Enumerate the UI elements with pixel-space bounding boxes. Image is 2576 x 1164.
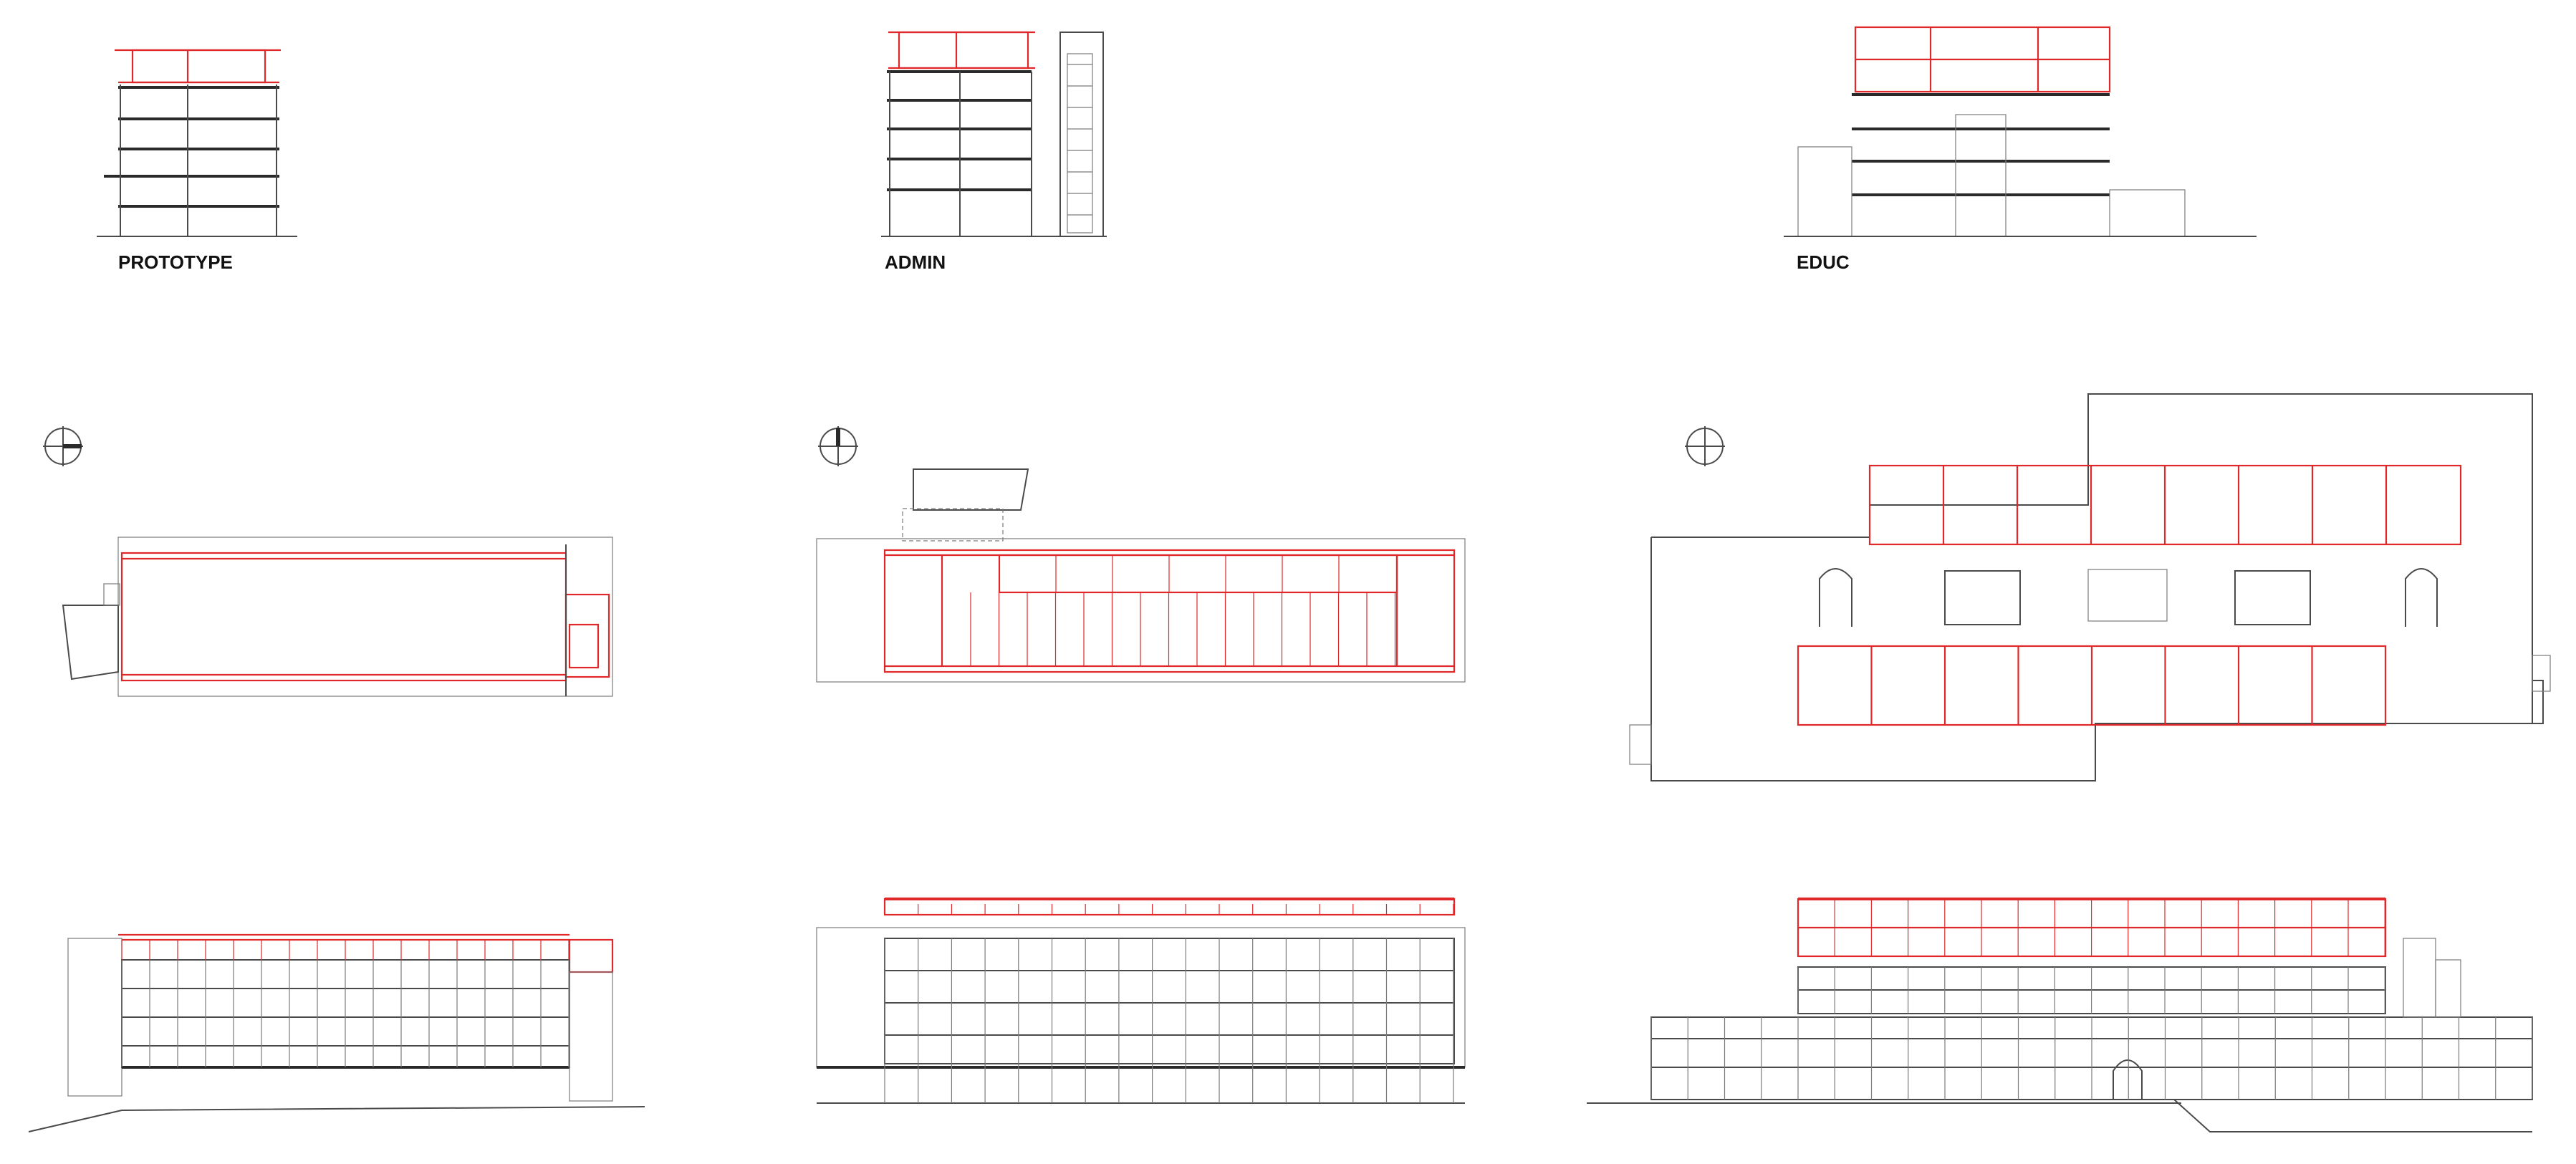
admin-elevation-drawing — [816, 898, 1466, 1104]
prototype-plan-drawing — [62, 537, 613, 697]
educ-label: EDUC — [1797, 251, 1850, 273]
north-arrow-icon — [818, 426, 858, 466]
prototype-section-drawing — [97, 49, 297, 237]
north-arrow-icon — [1685, 426, 1725, 466]
north-arrow-icon — [43, 426, 83, 466]
prototype-label: PROTOTYPE — [118, 251, 233, 273]
educ-plan-drawing — [1629, 393, 2551, 781]
educ-elevation-drawing — [1587, 898, 2533, 1132]
educ-section-drawing — [1784, 26, 2257, 237]
prototype-elevation-drawing — [28, 933, 645, 1132]
admin-section-drawing — [881, 31, 1107, 237]
admin-label: ADMIN — [885, 251, 946, 273]
